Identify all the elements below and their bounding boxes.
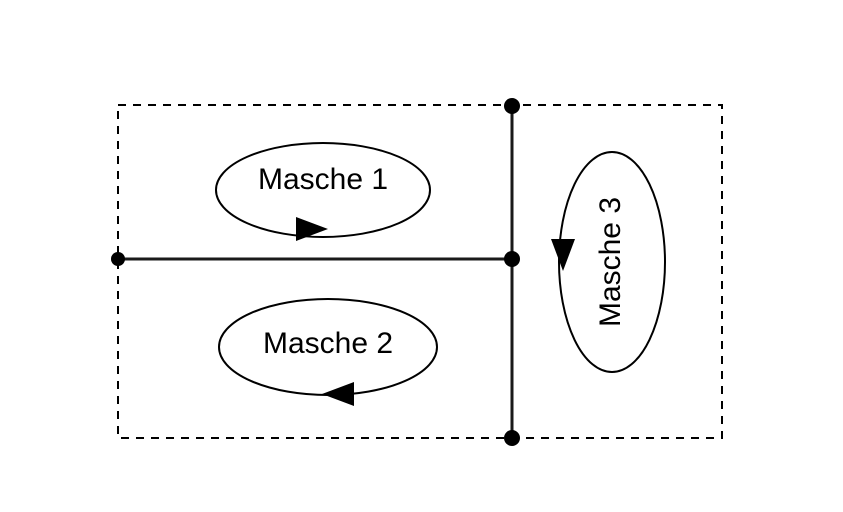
mesh-direction-arrow-icon-masche-2 [322,382,354,406]
mesh-label-masche-3: Masche 3 [594,197,627,327]
node-left [111,252,125,266]
node-center [504,251,520,267]
mesh-ellipse-masche-1 [215,142,431,238]
mesh-label-masche-2: Masche 2 [263,327,393,360]
mesh-direction-arrow-icon-masche-3 [551,239,575,271]
mesh-loop-masche-1: Masche 1 [215,142,431,241]
mesh-loop-masche-3: Masche 3 [551,151,666,373]
mesh-loop-masche-2: Masche 2 [218,298,438,406]
mesh-direction-arrow-icon-masche-1 [296,217,328,241]
mesh-ellipse-masche-3 [558,151,666,373]
dashed-circuit-boundary [117,104,723,439]
node-top [504,98,520,114]
node-bottom [504,430,520,446]
mesh-label-masche-1: Masche 1 [258,163,388,196]
